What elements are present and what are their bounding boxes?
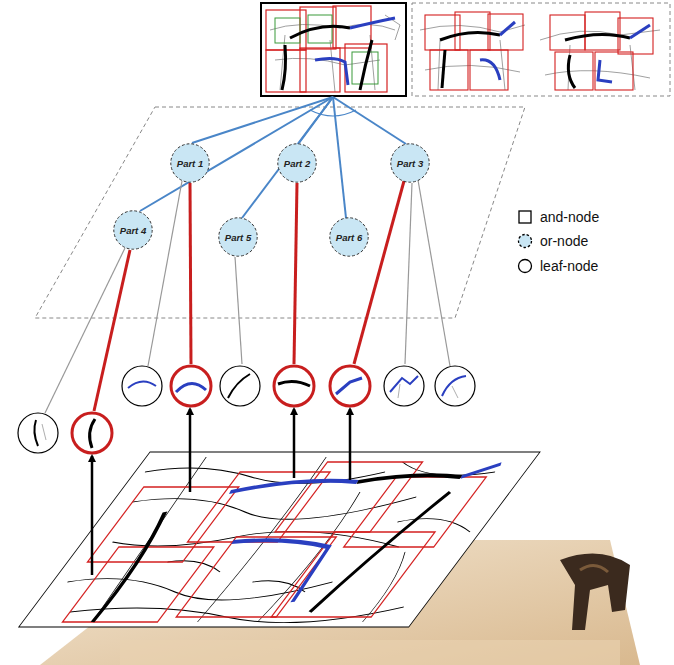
legend-symbol bbox=[517, 256, 533, 276]
or-node: Part 4 bbox=[113, 210, 153, 250]
part-label: Part 6 bbox=[329, 232, 369, 243]
or-node: Part 5 bbox=[218, 217, 258, 257]
legend-symbol bbox=[517, 231, 533, 251]
legend-entry: leaf-node bbox=[517, 256, 575, 274]
part-label: Part 2 bbox=[277, 158, 317, 169]
detection-arrows bbox=[92, 409, 350, 575]
and-node-box bbox=[261, 3, 406, 96]
or-node: Part 1 bbox=[170, 143, 210, 183]
and-links bbox=[140, 97, 406, 218]
part-label: Part 5 bbox=[218, 232, 258, 243]
legend-label: leaf-node bbox=[540, 258, 598, 274]
legend-symbol bbox=[517, 207, 533, 227]
legend-entry: and-node bbox=[517, 207, 576, 225]
or-node: Part 2 bbox=[277, 143, 317, 183]
or-links bbox=[45, 180, 450, 413]
leaf-nodes bbox=[18, 366, 475, 453]
edge-map bbox=[19, 452, 540, 627]
legend-entry: or-node bbox=[517, 231, 565, 249]
sample-box bbox=[412, 3, 670, 96]
or-layer-plane bbox=[35, 107, 525, 318]
or-node: Part 3 bbox=[390, 143, 430, 183]
legend-label: or-node bbox=[540, 233, 588, 249]
or-node: Part 6 bbox=[329, 217, 369, 257]
legend-label: and-node bbox=[540, 209, 599, 225]
part-label: Part 1 bbox=[170, 158, 210, 169]
part-label: Part 4 bbox=[113, 225, 153, 236]
part-label: Part 3 bbox=[390, 158, 430, 169]
